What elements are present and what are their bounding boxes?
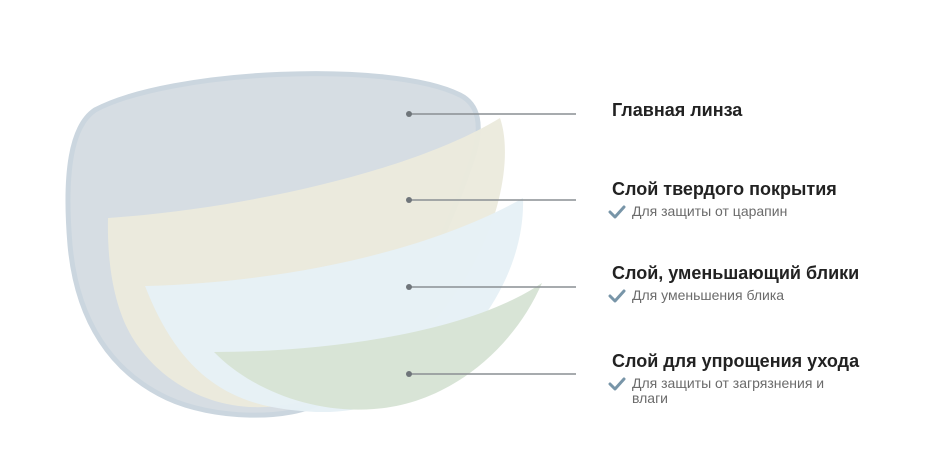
easy-clean-layer [214,283,542,410]
easy-clean-marker-dot [406,371,412,377]
easy-clean-label: Слой для упрощения ухода [612,351,860,371]
check-icon [608,289,626,303]
anti-reflective-benefit-text: Для уменьшения блика [632,287,785,303]
check-icon [608,205,626,219]
hard-coat-marker-dot [406,197,412,203]
main-lens-marker-dot [406,111,412,117]
hard-coat-benefit-text: Для защиты от царапин [632,203,788,219]
check-icon [608,377,626,391]
anti-reflective-marker-dot [406,284,412,290]
anti-reflective-benefit: Для уменьшения блика [608,288,862,303]
hard-coat-benefit: Для защиты от царапин [608,204,862,219]
main-lens-label: Главная линза [612,100,743,120]
easy-clean-benefit-text: Для защиты от загрязнения и влаги [632,375,825,406]
hard-coat-label: Слой твердого покрытия [612,179,837,199]
leader-lines [406,111,576,377]
anti-reflective-label: Слой, уменьшающий блики [612,263,860,283]
easy-clean-benefit: Для защиты от загрязнения и влаги [608,376,862,406]
